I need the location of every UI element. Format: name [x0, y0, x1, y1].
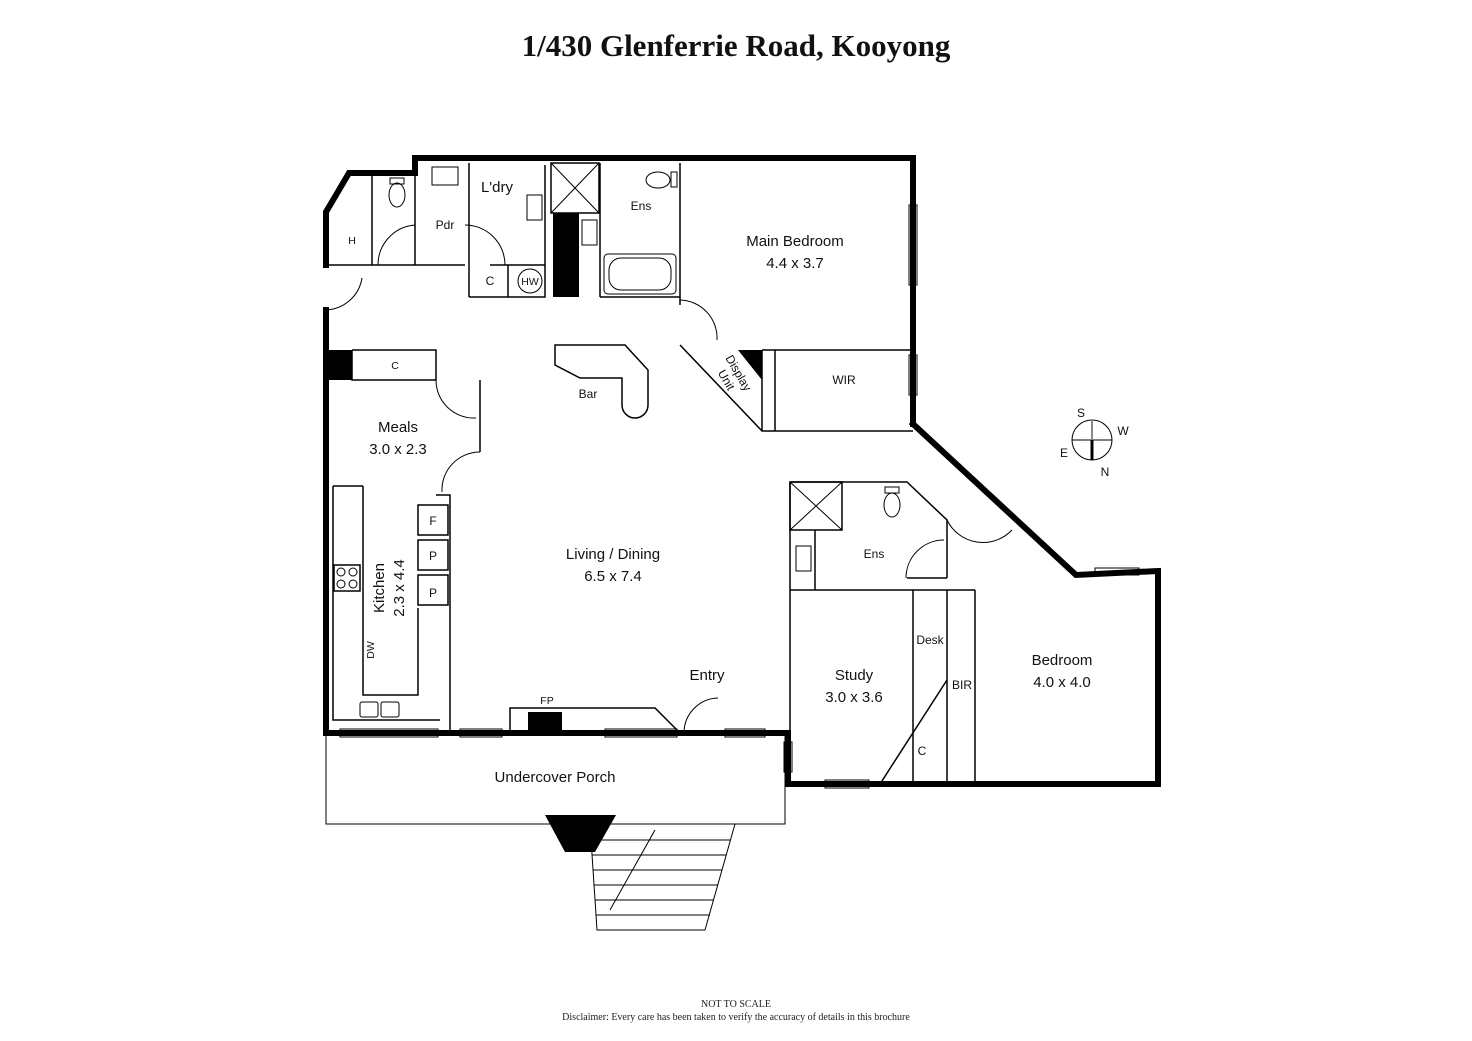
stair-treads [591, 839, 730, 916]
windows [339, 204, 1140, 789]
compass-icon [1071, 419, 1113, 461]
label-ensuite-main: Ens [631, 199, 652, 213]
label-hot-water: HW [521, 276, 539, 288]
room-meals-size: 3.0 x 2.3 [369, 441, 427, 458]
room-meals-name: Meals [378, 419, 418, 436]
label-bir: BIR [952, 678, 972, 692]
compass-n: N [1101, 465, 1110, 479]
interior-walls [325, 158, 1140, 931]
room-bedroom-name: Bedroom [1032, 652, 1093, 669]
label-heater: H [348, 235, 356, 247]
room-study-size: 3.0 x 3.6 [825, 689, 883, 706]
scale-note: NOT TO SCALE [700, 999, 771, 1010]
label-cupboard-study: C [918, 744, 927, 758]
room-living-name: Living / Dining [566, 546, 660, 563]
room-bedroom-size: 4.0 x 4.0 [1033, 674, 1091, 691]
room-study-name: Study [835, 667, 874, 684]
room-living-size: 6.5 x 7.4 [584, 568, 642, 585]
room-main-bedroom-name: Main Bedroom [746, 233, 844, 250]
label-powder: Pdr [436, 218, 455, 232]
label-pantry-2: P [429, 586, 437, 600]
compass-s: S [1077, 406, 1085, 420]
plan-title: 1/430 Glenferrie Road, Kooyong [521, 28, 951, 63]
label-laundry: L'dry [481, 179, 514, 196]
room-kitchen-size: 2.3 x 4.4 [391, 559, 408, 617]
label-wir: WIR [832, 373, 856, 387]
compass-w: W [1117, 424, 1129, 438]
compass-e: E [1060, 446, 1068, 460]
room-porch-name: Undercover Porch [495, 769, 616, 786]
label-bar: Bar [579, 387, 598, 401]
label-fireplace: FP [540, 695, 553, 707]
room-kitchen-name: Kitchen [371, 563, 388, 613]
label-ensuite-second: Ens [864, 547, 885, 561]
label-cupboard-laundry: C [486, 274, 495, 288]
label-dishwasher: DW [365, 641, 377, 659]
labels: Main Bedroom 4.4 x 3.7 Living / Dining 6… [348, 179, 1129, 786]
room-main-bedroom-size: 4.4 x 3.7 [766, 255, 824, 272]
label-desk: Desk [916, 633, 944, 647]
disclaimer: Disclaimer: Every care has been taken to… [562, 1012, 910, 1023]
label-fridge: F [429, 514, 436, 528]
label-cupboard-meals: C [391, 360, 399, 372]
label-entry: Entry [689, 667, 725, 684]
label-pantry-1: P [429, 549, 437, 563]
